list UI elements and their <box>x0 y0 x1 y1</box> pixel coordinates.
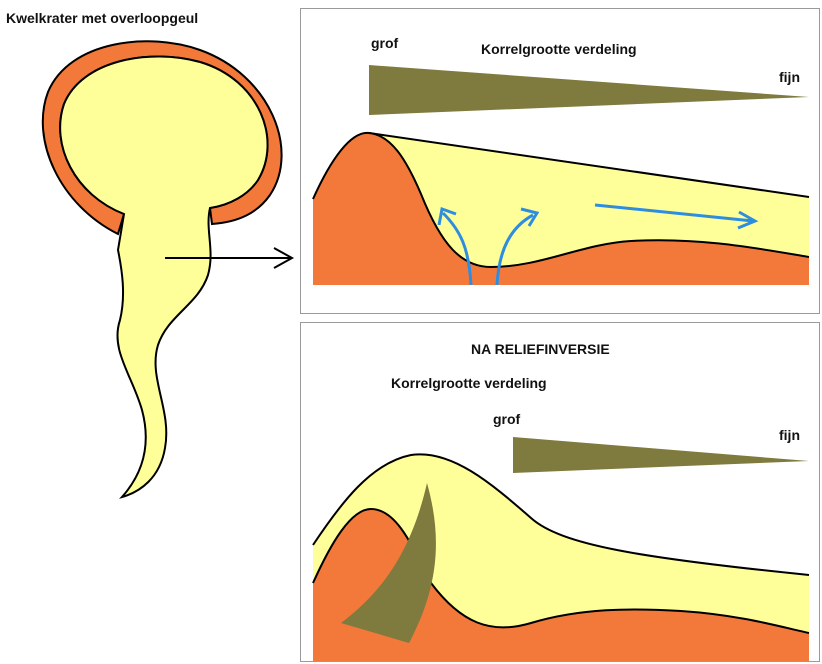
grain-size-wedge <box>513 437 809 473</box>
distribution-label: Korrelgrootte verdeling <box>391 375 547 391</box>
distribution-label: Korrelgrootte verdeling <box>481 41 637 57</box>
panel-after-inversion: NA RELIEFINVERSIE Korrelgrootte verdelin… <box>300 322 820 662</box>
fijn-label: fijn <box>779 427 800 443</box>
fijn-label: fijn <box>779 69 800 85</box>
grof-label: grof <box>371 35 398 51</box>
heading-label: NA RELIEFINVERSIE <box>471 341 610 357</box>
pointer-arrowhead <box>274 248 292 268</box>
panel-before-inversion: grof Korrelgrootte verdeling fijn <box>300 8 820 314</box>
grain-size-wedge <box>369 65 809 115</box>
grof-label: grof <box>493 411 520 427</box>
crater-title: Kwelkrater met overloopgeul <box>6 10 198 26</box>
cross-section-after <box>301 323 819 661</box>
crater-rim <box>43 41 282 234</box>
crater-channel <box>60 56 267 497</box>
